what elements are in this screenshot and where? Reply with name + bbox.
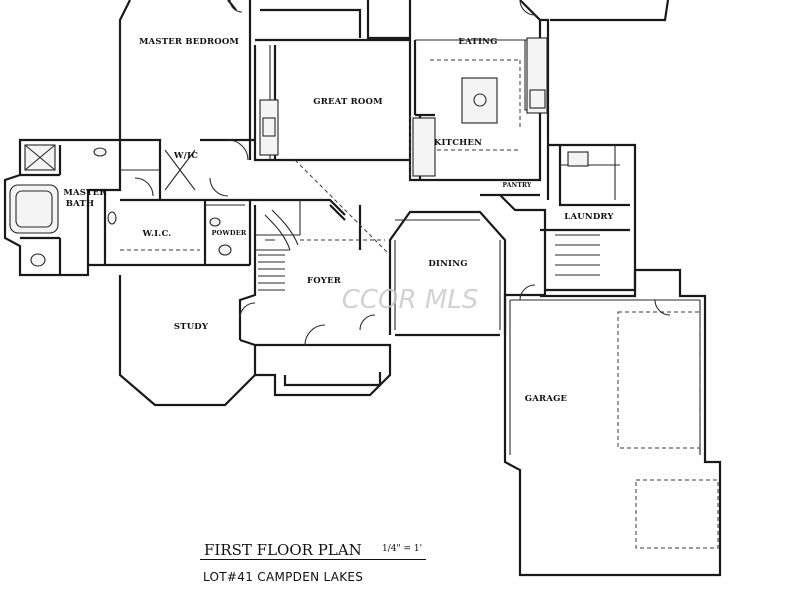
dashed-lines bbox=[120, 59, 719, 549]
plan-title: FIRST FLOOR PLAN bbox=[204, 541, 362, 559]
toilet-master bbox=[30, 253, 46, 267]
label-master-bedroom: MASTER BEDROOM bbox=[139, 37, 239, 47]
label-wic-top: W/IC bbox=[173, 151, 198, 161]
bathtub bbox=[9, 184, 59, 234]
label-laundry: LAUNDRY bbox=[564, 212, 614, 222]
garage-walls bbox=[503, 268, 722, 577]
shower-x bbox=[24, 144, 56, 171]
label-master-bath-2: BATH bbox=[66, 199, 94, 209]
label-study: STUDY bbox=[174, 322, 209, 332]
laundry-walls bbox=[503, 143, 637, 305]
label-wic: W.I.C. bbox=[142, 229, 172, 239]
toilet-powder bbox=[218, 244, 232, 256]
title-underline bbox=[200, 559, 426, 560]
label-eating: EATING bbox=[458, 37, 497, 47]
label-dining: DINING bbox=[428, 259, 467, 269]
kitchen-walls bbox=[480, 193, 547, 230]
powder-sink bbox=[209, 217, 221, 227]
foyer-walls bbox=[238, 198, 362, 340]
master-bedroom-walls bbox=[118, 0, 252, 160]
porch-walls bbox=[255, 343, 392, 397]
laundry-sink bbox=[567, 151, 589, 167]
wic-walls bbox=[88, 138, 255, 267]
top-walls bbox=[255, 0, 670, 200]
great-room-fireplace bbox=[259, 99, 279, 156]
label-kitchen: KITCHEN bbox=[434, 138, 482, 148]
label-master-bath-1: MASTER bbox=[63, 188, 107, 198]
wic-top-x bbox=[164, 149, 196, 191]
fireplace-insert bbox=[262, 117, 276, 137]
bathtub-inner bbox=[15, 190, 53, 228]
label-garage: GARAGE bbox=[525, 394, 568, 404]
label-foyer: FOYER bbox=[307, 276, 342, 286]
range-top bbox=[529, 89, 546, 109]
lot-name: LOT#41 CAMPDEN LAKES bbox=[203, 570, 364, 584]
kitchen-counter-left bbox=[412, 117, 436, 177]
label-great-room: GREAT ROOM bbox=[313, 97, 383, 107]
master-bath-walls bbox=[3, 138, 122, 277]
label-powder: POWDER bbox=[211, 229, 246, 237]
interior-lines bbox=[119, 20, 701, 455]
dining-walls bbox=[388, 210, 507, 337]
foyer-stair bbox=[258, 209, 299, 291]
master-sink-2 bbox=[107, 211, 117, 225]
plan-scale: 1/4" = 1' bbox=[382, 544, 423, 554]
study-walls bbox=[118, 275, 257, 407]
master-sink-1 bbox=[93, 147, 107, 157]
kitchen-island bbox=[461, 77, 498, 124]
label-pantry: PANTRY bbox=[503, 182, 532, 189]
great-room-walls bbox=[253, 40, 435, 180]
door-swings bbox=[134, 0, 671, 346]
watermark: CCOR MLS bbox=[342, 285, 479, 315]
island-sink-icon bbox=[473, 93, 487, 107]
